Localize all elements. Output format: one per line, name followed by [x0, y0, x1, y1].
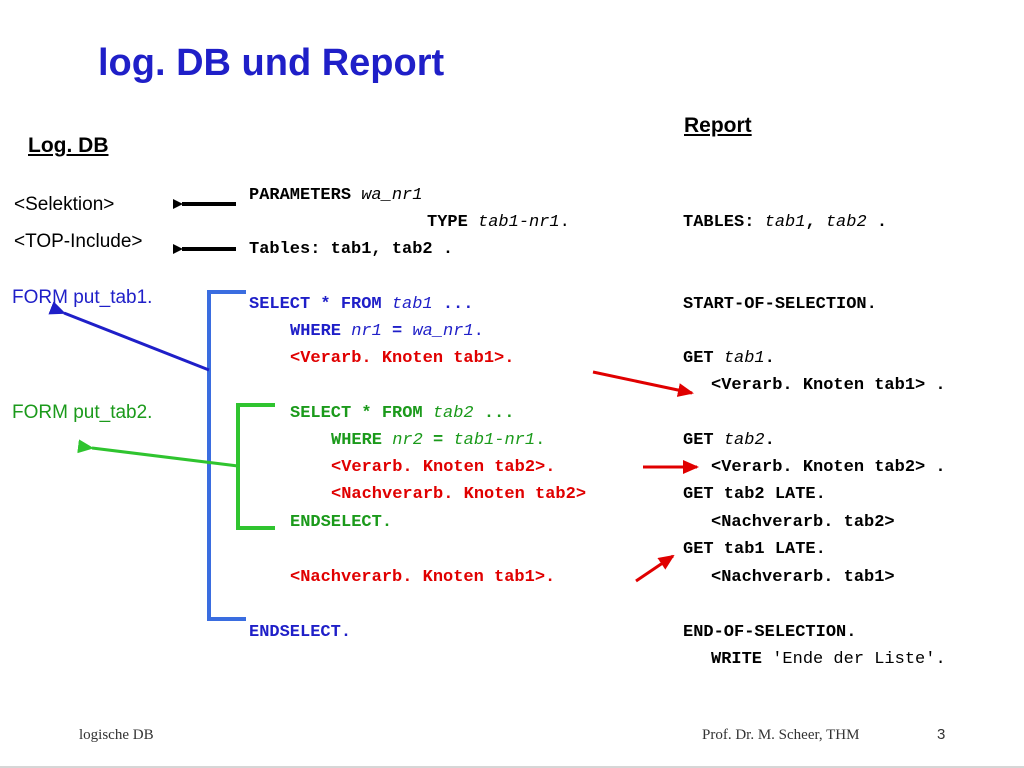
report-verarb-tab1-line: <Verarb. Knoten tab1> .: [711, 376, 946, 395]
log-db-heading: Log. DB: [28, 134, 109, 157]
tables-tab1: tab1: [764, 213, 806, 232]
top-include-label: <TOP-Include>: [14, 231, 143, 252]
nachverarb-tab1-arrow: [635, 554, 675, 583]
code-endselect-inner-line: ENDSELECT.: [290, 513, 393, 532]
slide-title: log. DB und Report: [98, 42, 445, 84]
code-select-tab2-line: SELECT * FROM tab2 ...: [290, 400, 514, 427]
report-get-tab2-line: GET tab2.: [683, 427, 775, 454]
get-table: tab2: [723, 431, 765, 450]
blue-bracket: [207, 290, 246, 621]
type-value: tab1-nr1: [478, 213, 560, 232]
tables-comma: ,: [805, 213, 816, 232]
where-field: nr1: [351, 322, 382, 341]
report-write-line: WRITE 'Ende der Liste'.: [711, 646, 946, 673]
get-keyword: GET: [683, 349, 714, 368]
select-ellipsis: ...: [483, 404, 515, 423]
where-end: .: [535, 431, 546, 450]
report-tables-line: TABLES: tab1, tab2 .: [683, 209, 887, 236]
parameters-keyword: PARAMETERS: [249, 186, 352, 205]
footer-author: Prof. Dr. M. Scheer, THM: [702, 727, 860, 743]
green-bracket: [236, 403, 275, 530]
code-nachverarb-tab2-line: <Nachverarb. Knoten tab2>: [331, 485, 587, 504]
report-get-tab2-late-line: GET tab2 LATE.: [683, 485, 826, 504]
write-keyword: WRITE: [711, 650, 763, 669]
type-end: .: [559, 213, 570, 232]
form-put-tab2-label: FORM put_tab2.: [12, 402, 153, 423]
get-end: .: [764, 431, 775, 450]
code-where-nr2-line: WHERE nr2 = tab1-nr1.: [331, 427, 545, 454]
form-tab2-arrow: [77, 439, 239, 468]
write-string: 'Ende der Liste'.: [772, 650, 946, 669]
get-end: .: [764, 349, 775, 368]
code-type-line: TYPE tab1-nr1.: [427, 209, 570, 236]
tables-keyword: TABLES:: [683, 213, 755, 232]
get-keyword: GET: [683, 431, 714, 450]
code-endselect-outer-line: ENDSELECT.: [249, 623, 352, 642]
where-field: nr2: [392, 431, 423, 450]
report-verarb-tab2-line: <Verarb. Knoten tab2> .: [711, 458, 946, 477]
code-parameters-line: PARAMETERS wa_nr1: [249, 182, 422, 209]
select-keyword: SELECT * FROM: [290, 404, 423, 423]
footer-label: logische DB: [79, 727, 154, 743]
code-select-tab1-line: SELECT * FROM tab1 ...: [249, 291, 473, 318]
where-keyword: WHERE: [331, 431, 383, 450]
where-equals: =: [392, 322, 403, 341]
get-table: tab1: [723, 349, 765, 368]
where-value: tab1-nr1: [453, 431, 536, 450]
report-start-of-selection: START-OF-SELECTION.: [683, 295, 877, 314]
bottom-divider: [0, 766, 1024, 768]
tables-tab2: tab2: [825, 213, 867, 232]
report-heading: Report: [684, 114, 752, 137]
select-table: tab2: [432, 404, 474, 423]
code-verarb-tab1-line: <Verarb. Knoten tab1>.: [290, 349, 515, 368]
tables-end: .: [866, 213, 888, 232]
report-nachverarb-tab2-line: <Nachverarb. tab2>: [711, 513, 895, 532]
parameters-variable: wa_nr1: [361, 186, 423, 205]
verarb-tab1-arrow: [592, 370, 694, 397]
select-ellipsis: ...: [442, 295, 474, 314]
selektion-label: <Selektion>: [14, 194, 115, 215]
type-keyword: TYPE: [427, 213, 468, 232]
where-keyword: WHERE: [290, 322, 342, 341]
code-verarb-tab2-line: <Verarb. Knoten tab2>.: [331, 458, 556, 477]
report-end-of-selection: END-OF-SELECTION.: [683, 623, 857, 642]
where-end: .: [473, 322, 484, 341]
select-keyword: SELECT * FROM: [249, 295, 382, 314]
report-nachverarb-tab1-line: <Nachverarb. tab1>: [711, 568, 895, 587]
code-where-nr1-line: WHERE nr1 = wa_nr1.: [290, 318, 484, 345]
report-get-tab1-line: GET tab1.: [683, 345, 775, 372]
report-get-tab1-late-line: GET tab1 LATE.: [683, 540, 826, 559]
form-tab1-arrow: [48, 301, 210, 372]
where-equals: =: [433, 431, 444, 450]
page-number: 3: [937, 726, 946, 743]
where-value: wa_nr1: [412, 322, 474, 341]
code-tables-line: Tables: tab1, tab2 .: [249, 240, 454, 259]
code-nachverarb-tab1-line: <Nachverarb. Knoten tab1>.: [290, 568, 556, 587]
select-table: tab1: [391, 295, 433, 314]
